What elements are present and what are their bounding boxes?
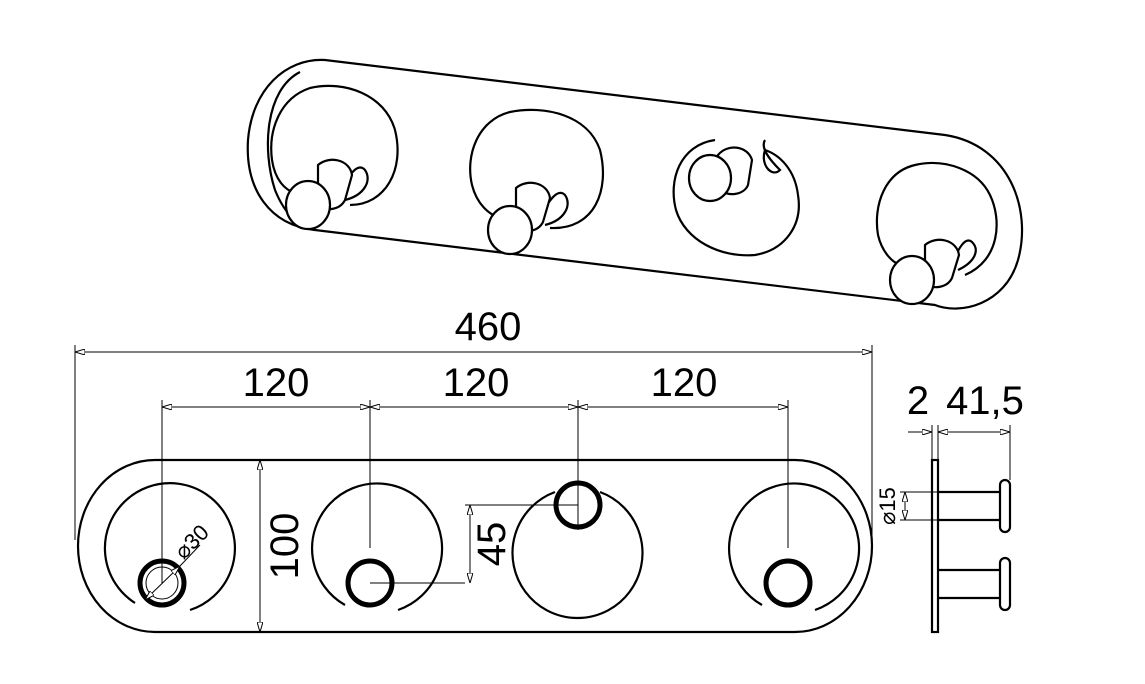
label-height: 100 bbox=[263, 513, 307, 580]
label-hook-offset: 45 bbox=[470, 522, 514, 567]
label-pin-diameter: ⌀15 bbox=[875, 487, 900, 525]
dimension-labels: 460 120 120 120 100 45 ⌀30 2 41,5 ⌀15 bbox=[170, 305, 1024, 579]
perspective-hook-1 bbox=[270, 84, 399, 231]
dim-line-hook-diameter bbox=[145, 566, 180, 600]
perspective-hook-2 bbox=[469, 108, 604, 256]
label-spacing-3: 120 bbox=[651, 361, 718, 405]
perspective-plate-outline bbox=[246, 58, 1024, 310]
front-plate-outline bbox=[76, 458, 874, 634]
perspective-hook-4 bbox=[875, 161, 998, 306]
label-total-length: 460 bbox=[455, 305, 522, 349]
side-pin-lower bbox=[938, 556, 1012, 612]
label-projection: 41,5 bbox=[946, 379, 1024, 423]
label-hook-diameter: ⌀30 bbox=[170, 520, 214, 564]
perspective-hook-3 bbox=[672, 138, 800, 257]
side-pin-upper bbox=[938, 478, 1012, 534]
front-hook-2 bbox=[310, 482, 444, 612]
label-spacing-2: 120 bbox=[443, 361, 510, 405]
perspective-view bbox=[246, 58, 1024, 310]
side-plate bbox=[930, 458, 940, 634]
side-view bbox=[930, 458, 1012, 634]
label-spacing-1: 120 bbox=[243, 361, 310, 405]
front-hook-4 bbox=[727, 482, 861, 612]
dimension-lines bbox=[74, 345, 1011, 632]
label-plate-thickness: 2 bbox=[907, 379, 929, 423]
